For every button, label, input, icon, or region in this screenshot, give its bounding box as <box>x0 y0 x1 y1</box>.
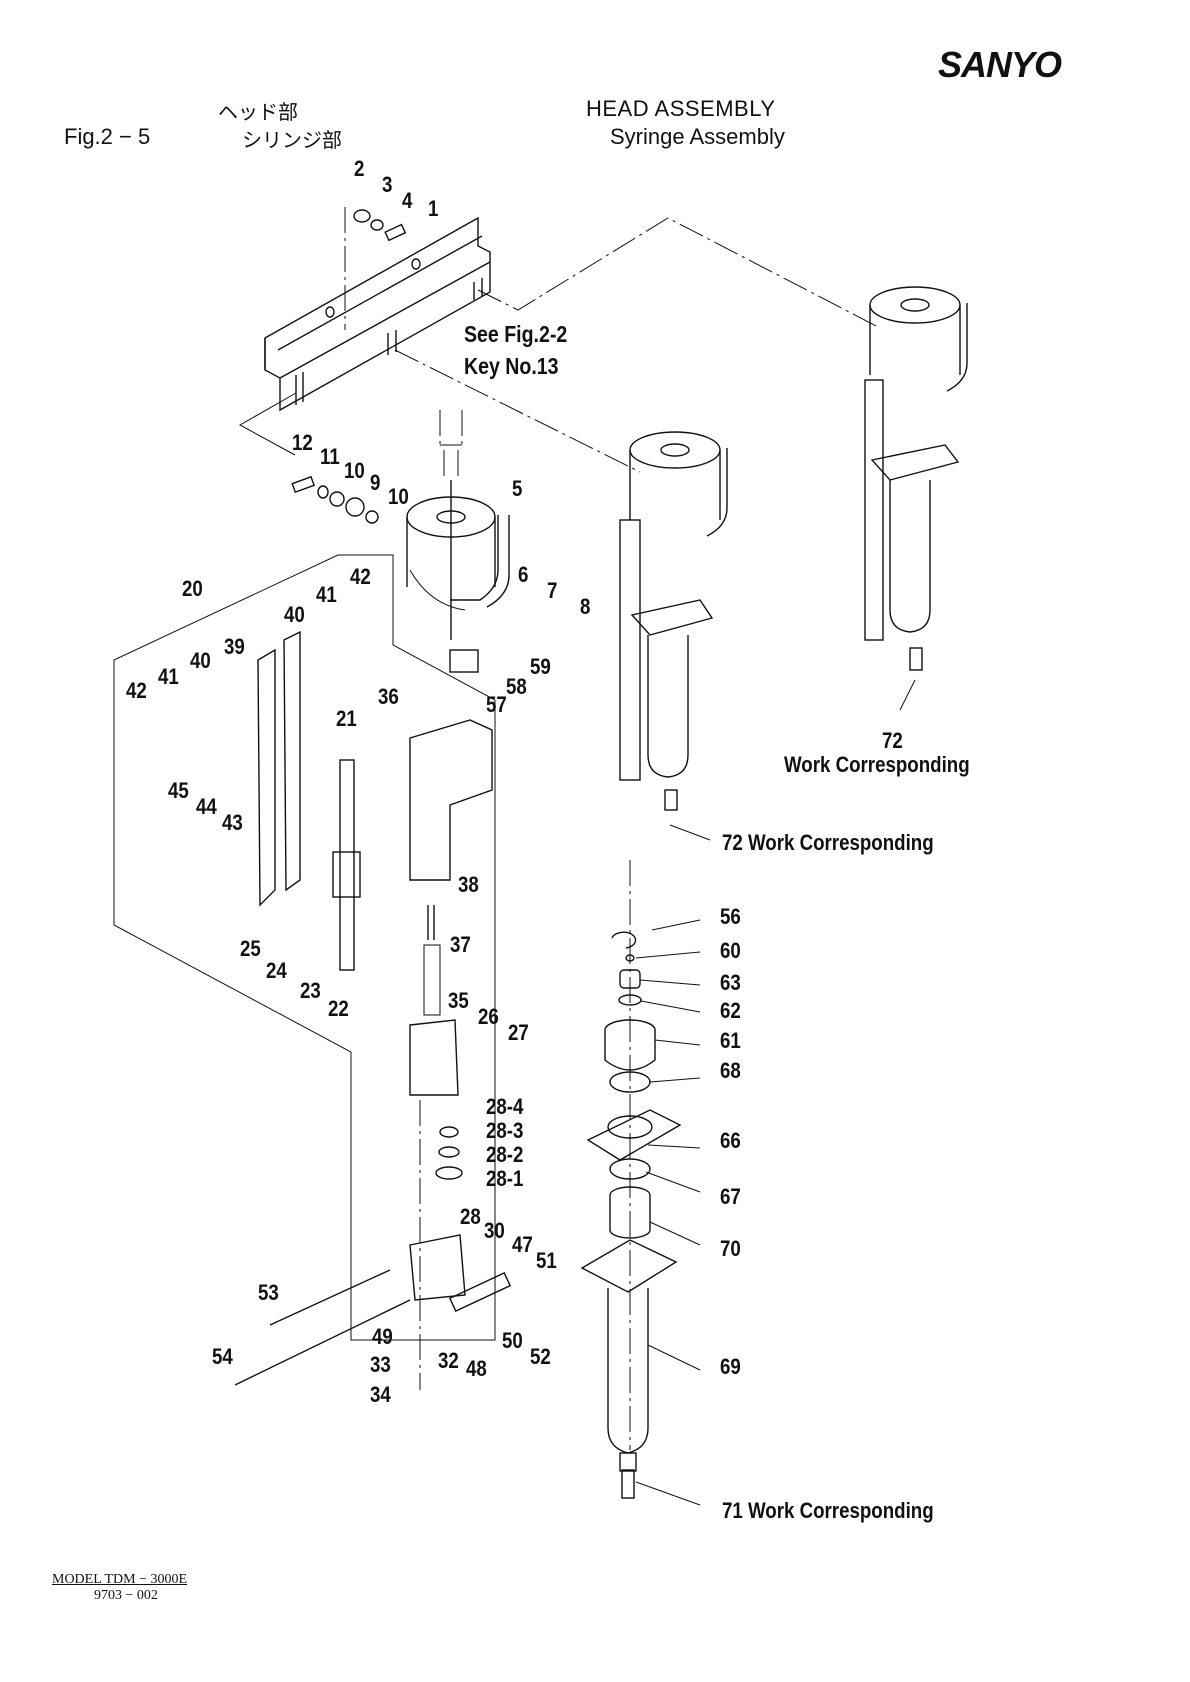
part-label: 59 <box>530 654 551 679</box>
part-label: 20 <box>182 576 203 601</box>
part-label: 45 <box>168 778 189 803</box>
part-label: 44 <box>196 794 217 819</box>
part-label: 70 <box>720 1236 741 1261</box>
part-label: 49 <box>372 1324 393 1349</box>
part-label: 48 <box>466 1356 487 1381</box>
part-label: 36 <box>378 684 399 709</box>
part-label: 9 <box>370 470 381 495</box>
part-label: 41 <box>158 664 179 689</box>
part-label: 43 <box>222 810 243 835</box>
part-label: 2 <box>354 156 365 181</box>
part-label: 28-1 <box>486 1166 524 1191</box>
part-label: 28-3 <box>486 1118 524 1143</box>
part-label: 32 <box>438 1348 459 1373</box>
callout-71: 71 Work Corresponding <box>722 1498 934 1523</box>
part-label: 28 <box>460 1204 481 1229</box>
part-label: 12 <box>292 430 313 455</box>
right-head-unit <box>864 286 968 671</box>
part-label: 8 <box>580 594 591 619</box>
see-fig-note-line2: Key No.13 <box>464 353 559 379</box>
title-jp-syringe: シリンジ部 <box>242 130 342 152</box>
part-label: 42 <box>126 678 147 703</box>
part-label: 67 <box>720 1184 741 1209</box>
part-label: 35 <box>448 988 469 1013</box>
part-label: 39 <box>224 634 245 659</box>
part-label: 4 <box>402 188 413 213</box>
title-head-assembly: HEAD ASSEMBLY <box>586 96 776 121</box>
part-label: 40 <box>190 648 211 673</box>
part-label: 54 <box>212 1344 233 1369</box>
part-label: 7 <box>547 578 558 603</box>
part-label: 21 <box>336 706 357 731</box>
model-number: MODEL TDM − 3000E <box>52 1572 188 1587</box>
part-label: 22 <box>328 996 349 1021</box>
part-label: 3 <box>382 172 393 197</box>
part-label: 62 <box>720 998 741 1023</box>
part-label: 25 <box>240 936 261 961</box>
part-label: 10 <box>344 458 365 483</box>
part-label: 5 <box>512 476 523 501</box>
part-label: 30 <box>484 1218 505 1243</box>
callout-72-middle: 72 Work Corresponding <box>722 830 934 855</box>
part-label: 27 <box>508 1020 529 1045</box>
part-label: 58 <box>506 674 527 699</box>
motor-part-5 <box>406 496 510 611</box>
part-label: 60 <box>720 938 741 963</box>
part-label: 10 <box>388 484 409 509</box>
figure-number: Fig.2 − 5 <box>64 124 151 149</box>
see-fig-note-line1: See Fig.2-2 <box>464 321 568 347</box>
part-label: 23 <box>300 978 321 1003</box>
part-label: 53 <box>258 1280 279 1305</box>
part-label: 6 <box>518 562 529 587</box>
title-syringe-assembly: Syringe Assembly <box>610 124 785 149</box>
part-label: 26 <box>478 1004 499 1029</box>
part-label: 61 <box>720 1028 741 1053</box>
part-label: 37 <box>450 932 471 957</box>
part-label: 1 <box>428 196 439 221</box>
part-label: 57 <box>486 692 507 717</box>
part-label: 63 <box>720 970 741 995</box>
part-label: 42 <box>350 564 371 589</box>
bracket-part-1 <box>264 216 491 412</box>
callout-72-right-number: 72 <box>882 728 903 753</box>
callout-72-right-text: Work Corresponding <box>784 752 970 777</box>
part-label: 69 <box>720 1354 741 1379</box>
part-label: 24 <box>266 958 287 983</box>
part-label: 50 <box>502 1328 523 1353</box>
part-label: 38 <box>458 872 479 897</box>
part-label: 40 <box>284 602 305 627</box>
part-label: 56 <box>720 904 741 929</box>
part-label: 68 <box>720 1058 741 1083</box>
sanyo-logo: SANYO <box>938 44 1062 85</box>
part-label: 33 <box>370 1352 391 1377</box>
part-label: 47 <box>512 1232 533 1257</box>
part-label: 34 <box>370 1382 391 1407</box>
title-jp-head: ヘッド部 <box>218 102 298 124</box>
part-label: 28-2 <box>486 1142 524 1167</box>
document-number: 9703 − 002 <box>94 1588 158 1603</box>
part-label: 28-4 <box>486 1094 524 1119</box>
part-label: 51 <box>536 1248 557 1273</box>
part-label: 66 <box>720 1128 741 1153</box>
part-label: 52 <box>530 1344 551 1369</box>
middle-head-unit <box>619 431 728 811</box>
part-label: 11 <box>320 444 340 469</box>
part-label: 41 <box>316 582 337 607</box>
